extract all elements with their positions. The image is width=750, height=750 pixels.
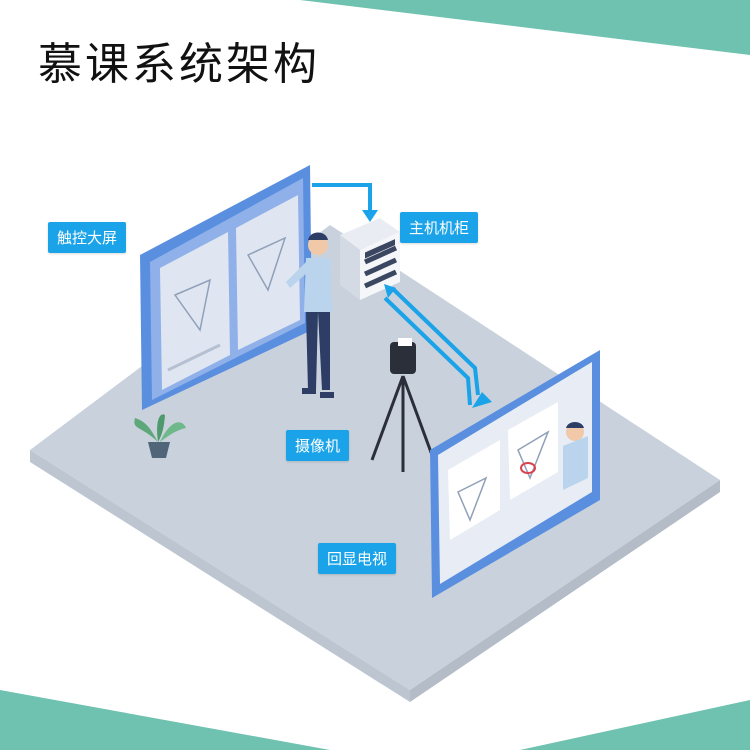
room-floor <box>30 225 720 690</box>
label-host-cabinet: 主机机柜 <box>400 212 479 243</box>
label-camera: 摄像机 <box>286 430 350 461</box>
label-playback-tv: 回显电视 <box>318 543 397 574</box>
presenter-figure <box>286 232 334 398</box>
connection-arrows <box>312 183 492 408</box>
playback-tv-display <box>430 350 600 598</box>
host-cabinet <box>340 218 400 300</box>
potted-plant <box>134 414 186 458</box>
label-touch-screen: 触控大屏 <box>48 222 127 253</box>
page-title: 慕课系统架构 <box>38 39 320 90</box>
camera-on-tripod <box>370 338 434 472</box>
touch-screen-display <box>140 165 312 410</box>
